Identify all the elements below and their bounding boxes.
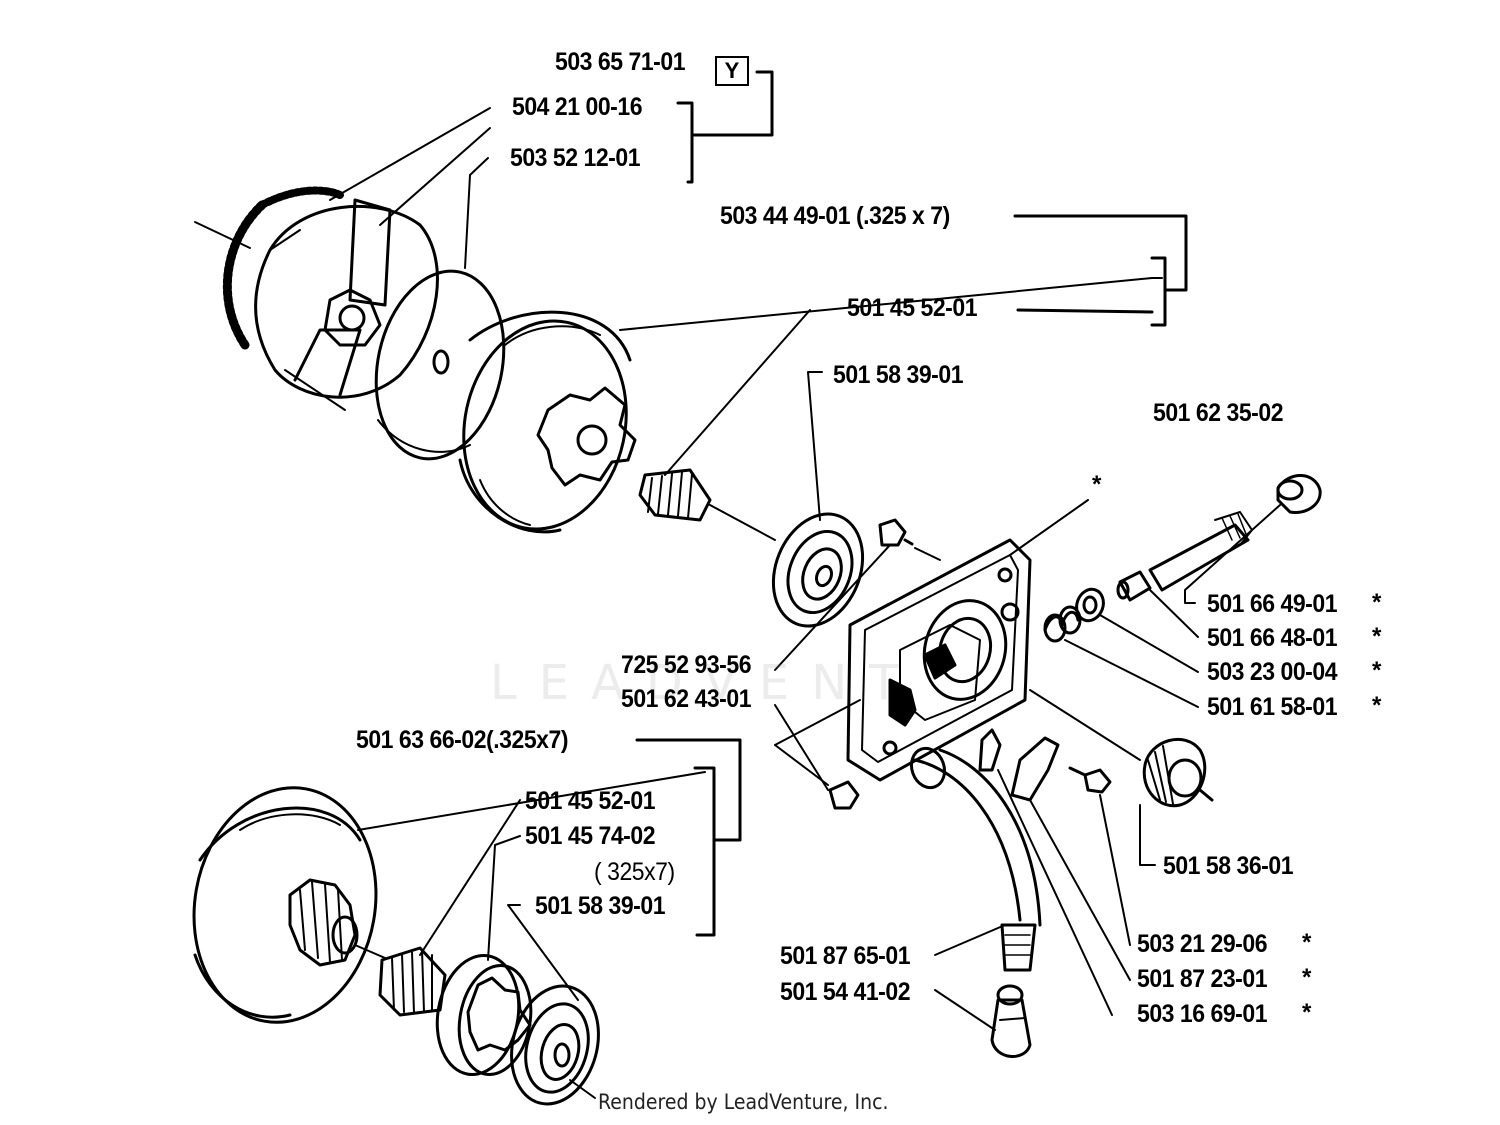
watermark: LEADVENT — [490, 655, 921, 711]
label-501-62-43-01[interactable]: 501 62 43-01 — [621, 685, 752, 713]
small-bolt — [878, 518, 914, 547]
set-screw — [828, 780, 860, 810]
asterisk-marker: * — [1302, 964, 1312, 991]
label-503-65-71-01[interactable]: 503 65 71-01 — [555, 48, 686, 76]
asterisk-marker: * — [1302, 999, 1312, 1026]
asterisk-marker: * — [1372, 657, 1382, 684]
asterisk-marker: * — [1372, 623, 1382, 650]
hose-bracket — [1010, 736, 1060, 802]
washer-bottom — [510, 984, 600, 1106]
label-501-45-74-02[interactable]: 501 45 74-02 — [525, 822, 656, 850]
clutch-spring — [222, 186, 344, 350]
label-503-52-12-01[interactable]: 503 52 12-01 — [510, 144, 641, 172]
needle-bearing-top — [638, 468, 712, 522]
asterisk-marker: * — [1372, 589, 1382, 616]
y-marker-box: Y — [715, 56, 749, 86]
pump-spring — [1043, 605, 1082, 643]
plunger-cap — [1276, 474, 1322, 515]
label-501-58-39-01-top[interactable]: 501 58 39-01 — [833, 361, 964, 389]
oil-filter — [990, 984, 1032, 1058]
label-325x7: ( 325x7) — [594, 858, 675, 886]
label-501-58-36-01[interactable]: 501 58 36-01 — [1163, 852, 1294, 880]
leader-lines — [329, 107, 1281, 1099]
label-501-87-23-01[interactable]: 501 87 23-01 — [1137, 965, 1268, 993]
grouping-brackets — [635, 70, 1188, 937]
asterisk-marker: * — [1372, 692, 1382, 719]
label-503-16-69-01[interactable]: 503 16 69-01 — [1137, 1000, 1268, 1028]
clutch-drum-bottom — [192, 786, 378, 1024]
washer-top — [771, 512, 865, 628]
label-501-63-66-02[interactable]: 501 63 66-02(.325x7) — [356, 725, 569, 755]
label-503-44-49-01-number: 503 44 49-01 — [720, 202, 851, 230]
bracket-screw — [1068, 766, 1112, 794]
label-501-63-66-02-number: 501 63 66-02 — [356, 726, 487, 754]
label-501-87-65-01[interactable]: 501 87 65-01 — [780, 942, 911, 970]
label-501-61-58-01[interactable]: 501 61 58-01 — [1207, 693, 1338, 721]
label-725-52-93-56[interactable]: 725 52 93-56 — [621, 651, 752, 679]
label-503-21-29-06[interactable]: 503 21 29-06 — [1137, 930, 1268, 958]
label-503-44-49-01-size: (.325 x 7) — [855, 202, 950, 230]
label-503-23-00-04[interactable]: 503 23 00-04 — [1207, 658, 1338, 686]
oil-hose — [909, 746, 1042, 972]
worm-gear — [1142, 737, 1214, 808]
oil-pump-housing — [846, 538, 1032, 782]
label-501-66-49-01[interactable]: 501 66 49-01 — [1207, 590, 1338, 618]
clutch-shoes — [254, 198, 439, 411]
needle-bearing-bottom — [378, 946, 447, 1017]
pump-screw — [978, 728, 1002, 772]
pump-plunger — [1148, 511, 1253, 592]
label-501-58-39-01-bottom[interactable]: 501 58 39-01 — [535, 892, 666, 920]
footer-credit: Rendered by LeadVenture, Inc. — [598, 1090, 889, 1114]
label-501-66-48-01[interactable]: 501 66 48-01 — [1207, 624, 1338, 652]
label-501-45-52-01-top[interactable]: 501 45 52-01 — [847, 294, 978, 322]
asterisk-marker: * — [1302, 929, 1312, 956]
label-501-45-52-01-bottom[interactable]: 501 45 52-01 — [525, 787, 656, 815]
label-501-54-41-02[interactable]: 501 54 41-02 — [780, 978, 911, 1006]
label-503-44-49-01[interactable]: 503 44 49-01 (.325 x 7) — [720, 201, 950, 231]
asterisk-marker: * — [1092, 471, 1102, 498]
label-504-21-00-16[interactable]: 504 21 00-16 — [512, 93, 643, 121]
clutch-plate — [374, 269, 506, 461]
clutch-drum-top — [458, 310, 637, 534]
pump-sleeve — [1116, 570, 1152, 602]
label-501-63-66-02-size: (.325x7) — [486, 726, 569, 754]
adjust-nut — [1075, 587, 1105, 623]
label-501-62-35-02[interactable]: 501 62 35-02 — [1153, 399, 1284, 427]
